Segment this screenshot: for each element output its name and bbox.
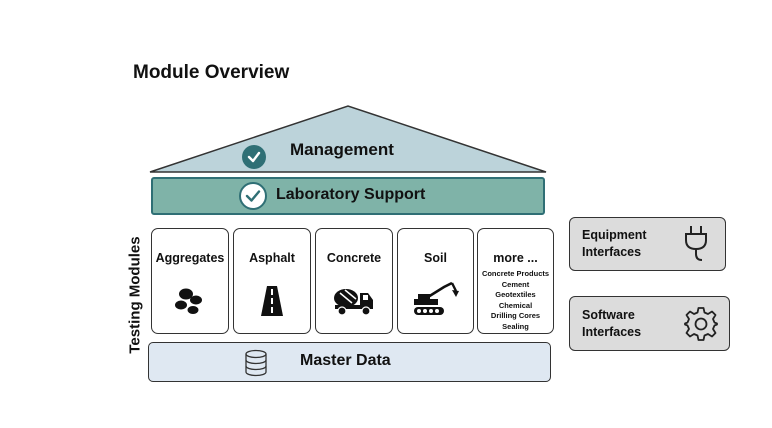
module-label: Aggregates: [155, 251, 225, 265]
software-interfaces-label: Software Interfaces: [582, 308, 642, 339]
equipment-interfaces-label: Equipment Interfaces: [582, 228, 647, 259]
module-soil: Soil: [397, 228, 474, 334]
module-label: Concrete: [326, 251, 382, 265]
check-circle-outline-icon: [239, 182, 267, 210]
plug-icon: [682, 224, 710, 269]
module-concrete: Concrete: [315, 228, 393, 334]
list-item: Drilling Cores: [490, 311, 541, 320]
equipment-interfaces-box: Equipment Interfaces: [569, 217, 726, 271]
list-item: Sealing: [502, 321, 529, 331]
more-modules-list: Concrete Products Cement Geotextiles Che…: [478, 269, 553, 332]
testing-modules-label: Testing Modules: [126, 236, 144, 354]
module-label: Asphalt: [249, 251, 295, 265]
concrete-mixer-truck-icon: [316, 285, 392, 317]
laboratory-support-band: [151, 177, 545, 215]
road-icon: [234, 285, 310, 317]
database-icon: [244, 349, 268, 382]
management-label: Management: [290, 140, 394, 159]
list-item: Concrete Products: [481, 269, 550, 278]
stones-icon: [152, 285, 228, 315]
module-label: Soil: [424, 251, 447, 265]
check-circle-icon: [242, 145, 266, 169]
master-data-label: Master Data: [300, 352, 391, 369]
module-asphalt: Asphalt: [233, 228, 311, 334]
module-more: more ... Concrete Products Cement Geotex…: [477, 228, 554, 334]
software-interfaces-box: Software Interfaces: [569, 296, 730, 351]
master-data-band: [148, 342, 551, 382]
list-item: Chemical: [498, 300, 533, 310]
list-item: Geotextiles: [495, 290, 536, 299]
laboratory-support-label: Laboratory Support: [276, 186, 426, 203]
gear-icon: [683, 306, 719, 347]
module-aggregates: Aggregates: [151, 228, 229, 334]
module-label: more ...: [493, 251, 538, 265]
excavator-icon: [398, 281, 473, 317]
page-title: Module Overview: [133, 62, 290, 83]
list-item: Cement: [501, 279, 530, 289]
management-roof: [149, 105, 547, 173]
